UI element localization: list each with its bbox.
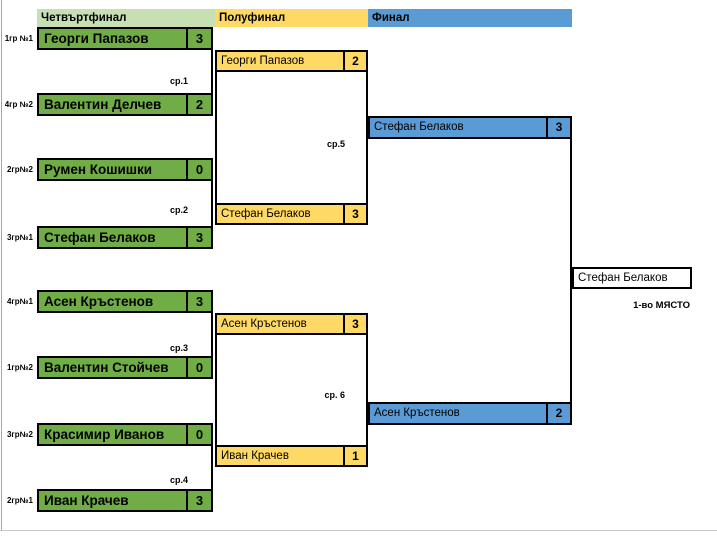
seed-label-3: 2гр№2 xyxy=(6,165,33,174)
qf-player-box-6[interactable]: Валентин Стойчев 0 xyxy=(37,356,213,379)
player-name-cell[interactable]: Асен Кръстенов xyxy=(221,318,307,330)
seed-label-2: 4гр №2 xyxy=(4,100,33,109)
player-name-cell[interactable]: Асен Кръстенов xyxy=(44,294,154,309)
seed-label-8: 2гр№1 xyxy=(6,496,33,505)
qf-player-box-1[interactable]: Георги Папазов 3 xyxy=(37,27,213,50)
sf-player-box-1[interactable]: Георги Папазов 2 xyxy=(215,50,368,72)
qf-connector-3 xyxy=(211,313,213,356)
score-cell[interactable]: 3 xyxy=(186,228,211,247)
qf-connector-4 xyxy=(211,446,213,489)
player-name-cell[interactable]: Иван Крачев xyxy=(221,450,289,462)
final-player-box-2[interactable]: Асен Кръстенов 2 xyxy=(368,402,572,425)
match-label-6: ср. 6 xyxy=(324,390,345,400)
player-name-cell[interactable]: Румен Кошишки xyxy=(44,162,153,177)
seed-label-1: 1гр №1 xyxy=(4,34,33,43)
score-cell[interactable]: 2 xyxy=(546,404,570,423)
score-cell[interactable]: 0 xyxy=(186,160,211,179)
qf-player-box-7[interactable]: Красимир Иванов 0 xyxy=(37,423,213,446)
player-name-cell[interactable]: Красимир Иванов xyxy=(44,427,165,442)
sf-player-box-4[interactable]: Иван Крачев 1 xyxy=(215,445,368,467)
qf-connector-2 xyxy=(211,181,213,226)
seed-label-7: 3гр№2 xyxy=(6,430,33,439)
page-break-line-vertical xyxy=(1,0,2,530)
score-cell[interactable]: 2 xyxy=(343,52,366,70)
player-name-cell[interactable]: Валентин Делчев xyxy=(44,97,162,112)
score-cell[interactable]: 3 xyxy=(546,118,570,137)
player-name-cell[interactable]: Иван Крачев xyxy=(44,493,129,508)
seed-label-5: 4гр№1 xyxy=(6,297,33,306)
sf-connector-rect-2 xyxy=(215,335,368,445)
match-label-3: ср.3 xyxy=(169,343,188,353)
qf-connector-1 xyxy=(211,50,213,93)
player-name-cell[interactable]: Стефан Белаков xyxy=(44,230,156,245)
score-cell[interactable]: 3 xyxy=(343,205,366,223)
player-name-cell[interactable]: Стефан Белаков xyxy=(221,208,311,220)
header-final: Финал xyxy=(368,9,572,27)
match-label-5: ср.5 xyxy=(326,139,345,149)
header-semifinal: Полуфинал xyxy=(215,9,368,27)
match-label-1: ср.1 xyxy=(169,76,188,86)
qf-player-box-2[interactable]: Валентин Делчев 2 xyxy=(37,93,213,116)
page-break-line-horizontal xyxy=(0,530,717,531)
player-name-cell[interactable]: Георги Папазов xyxy=(221,55,305,67)
qf-player-box-8[interactable]: Иван Крачев 3 xyxy=(37,489,213,512)
winner-box[interactable]: Стефан Белаков xyxy=(572,267,692,289)
sf-connector-rect-1 xyxy=(215,72,368,203)
qf-player-box-4[interactable]: Стефан Белаков 3 xyxy=(37,226,213,249)
score-cell[interactable]: 3 xyxy=(186,292,211,311)
final-player-box-1[interactable]: Стефан Белаков 3 xyxy=(368,116,572,139)
score-cell[interactable]: 0 xyxy=(186,358,211,377)
score-cell[interactable]: 3 xyxy=(186,491,211,510)
sf-player-box-3[interactable]: Асен Кръстенов 3 xyxy=(215,313,368,335)
score-cell[interactable]: 3 xyxy=(343,315,366,333)
sf-player-box-2[interactable]: Стефан Белаков 3 xyxy=(215,203,368,225)
score-cell[interactable]: 0 xyxy=(186,425,211,444)
final-connector xyxy=(570,139,572,402)
score-cell[interactable]: 3 xyxy=(186,29,211,48)
score-cell[interactable]: 2 xyxy=(186,95,211,114)
seed-label-6: 1гр№2 xyxy=(6,363,33,372)
winner-caption: 1-во МЯСТО xyxy=(633,300,690,311)
player-name-cell[interactable]: Асен Кръстенов xyxy=(374,407,460,419)
qf-player-box-3[interactable]: Румен Кошишки 0 xyxy=(37,158,213,181)
player-name-cell[interactable]: Георги Папазов xyxy=(44,31,149,46)
qf-player-box-5[interactable]: Асен Кръстенов 3 xyxy=(37,290,213,313)
header-quarterfinal: Четвъртфинал xyxy=(37,9,215,27)
match-label-2: ср.2 xyxy=(169,205,188,215)
match-label-4: ср.4 xyxy=(169,475,188,485)
score-cell[interactable]: 1 xyxy=(343,447,366,465)
player-name-cell[interactable]: Стефан Белаков xyxy=(374,121,464,133)
seed-label-4: 3гр№1 xyxy=(6,233,33,242)
player-name-cell[interactable]: Валентин Стойчев xyxy=(44,360,169,375)
